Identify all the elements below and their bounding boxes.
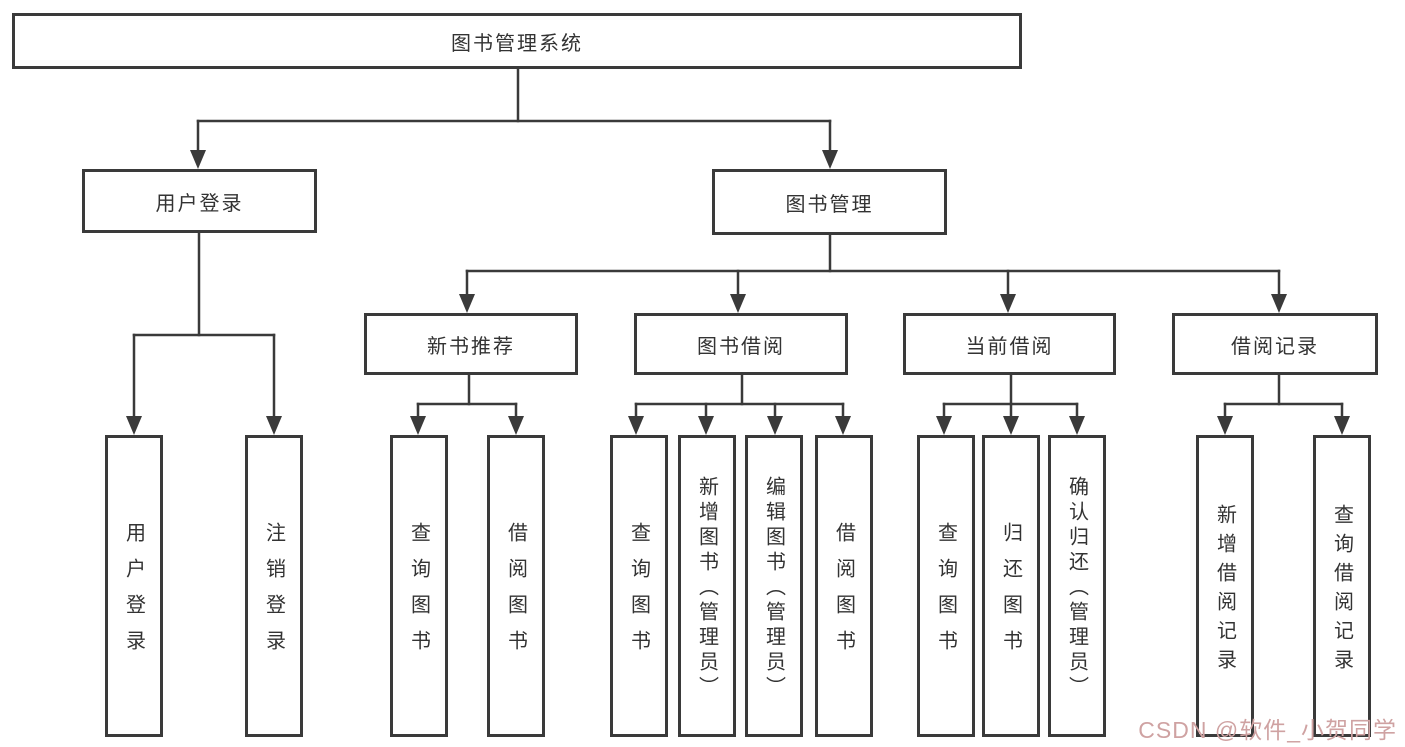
node-leaf-user-login: 用户登录 bbox=[105, 435, 163, 737]
node-leaf-query-borrow-record: 查询借阅记录 bbox=[1313, 435, 1371, 737]
node-book-management: 图书管理 bbox=[712, 169, 947, 235]
node-new-book-recommendation: 新书推荐 bbox=[364, 313, 578, 375]
node-user-login: 用户登录 bbox=[82, 169, 317, 233]
node-label: 确认归还（管理员） bbox=[1065, 476, 1088, 701]
node-borrowing-records: 借阅记录 bbox=[1172, 313, 1378, 375]
node-current-borrowing: 当前借阅 bbox=[903, 313, 1116, 375]
node-leaf-edit-books-admin: 编辑图书（管理员） bbox=[745, 435, 803, 737]
node-label: 用户登录 bbox=[122, 522, 145, 666]
node-label: 查询图书 bbox=[627, 522, 650, 666]
node-label: 注销登录 bbox=[262, 522, 285, 666]
node-label: 图书管理 bbox=[785, 193, 874, 216]
csdn-watermark: CSDN @软件_小贺同学 bbox=[1138, 717, 1397, 743]
node-label: 当前借阅 bbox=[965, 335, 1054, 358]
node-label: 编辑图书（管理员） bbox=[762, 476, 785, 701]
node-leaf-add-books-admin: 新增图书（管理员） bbox=[678, 435, 736, 737]
node-label: 新增借阅记录 bbox=[1213, 503, 1236, 678]
node-leaf-query-books-2: 查询图书 bbox=[610, 435, 668, 737]
node-label: 新书推荐 bbox=[427, 335, 515, 358]
node-label: 借阅图书 bbox=[504, 522, 527, 666]
node-label: 图书管理系统 bbox=[451, 32, 583, 55]
node-leaf-logout: 注销登录 bbox=[245, 435, 303, 737]
node-label: 查询借阅记录 bbox=[1330, 503, 1353, 678]
node-leaf-query-books-1: 查询图书 bbox=[390, 435, 448, 737]
node-label: 用户登录 bbox=[155, 192, 244, 215]
node-label: 图书借阅 bbox=[697, 335, 785, 358]
node-label: 查询图书 bbox=[407, 522, 430, 666]
node-leaf-query-books-3: 查询图书 bbox=[917, 435, 975, 737]
node-label: 借阅记录 bbox=[1231, 335, 1319, 358]
node-leaf-borrow-books-2: 借阅图书 bbox=[815, 435, 873, 737]
node-label: 查询图书 bbox=[934, 522, 957, 666]
node-label: 归还图书 bbox=[999, 522, 1022, 666]
node-label: 新增图书（管理员） bbox=[695, 476, 718, 701]
node-label: 借阅图书 bbox=[832, 522, 855, 666]
node-leaf-borrow-books-1: 借阅图书 bbox=[487, 435, 545, 737]
node-leaf-add-borrow-record: 新增借阅记录 bbox=[1196, 435, 1254, 737]
node-leaf-return-books: 归还图书 bbox=[982, 435, 1040, 737]
node-book-borrowing: 图书借阅 bbox=[634, 313, 848, 375]
node-library-management-system: 图书管理系统 bbox=[12, 13, 1022, 69]
node-leaf-confirm-return-admin: 确认归还（管理员） bbox=[1048, 435, 1106, 737]
